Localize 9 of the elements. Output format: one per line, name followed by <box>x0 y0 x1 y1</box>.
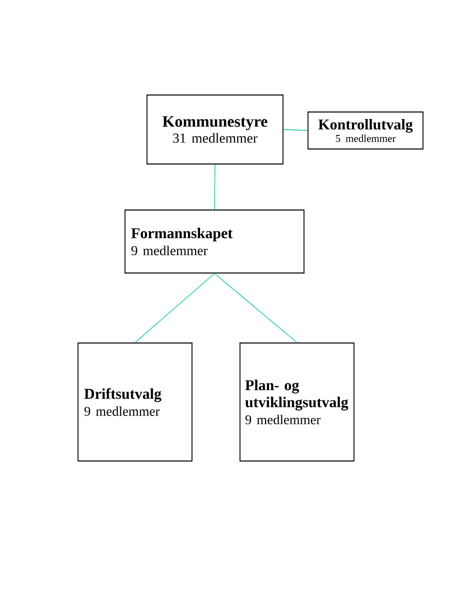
org-box: Plan- og utviklingsutvalg 9 medlemmer <box>240 342 354 462</box>
connector-line <box>283 129 308 131</box>
connector-line <box>134 273 215 343</box>
connector-line <box>214 273 298 343</box>
org-box: Kontrollutvalg 5 medlemmer <box>308 112 424 150</box>
org-box: Kommunestyre 31 medlemmer <box>146 94 284 164</box>
connector-line <box>214 164 216 210</box>
org-box: Formannskapet 9 medlemmer <box>124 210 304 274</box>
org-box: Driftsutvalg 9 medlemmer <box>78 342 192 462</box>
